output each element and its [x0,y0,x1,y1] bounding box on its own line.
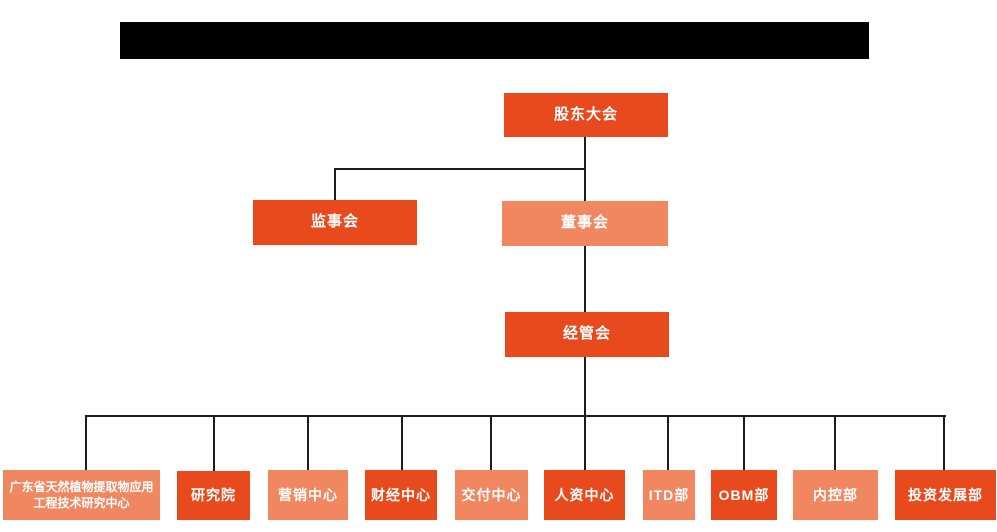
org-node-board-of-directors: 董事会 [502,201,668,246]
connector-drop-internal-control [834,415,836,471]
org-node-investment-development-dept: 投资发展部 [895,470,996,520]
connector-drop-research-center [85,415,87,471]
connector-drop-research-institute [213,415,215,471]
org-node-supervisory-board: 监事会 [253,200,417,245]
connector-drop-board-of-directors [584,168,586,203]
org-node-shareholders-meeting: 股东大会 [504,93,668,137]
connector-drop-hr-center [584,415,586,471]
connector-drop-obm-dept [743,415,745,471]
org-node-itd-dept: ITD部 [643,470,695,520]
connector-drop-supervisory-board [334,168,336,202]
connector-drop-itd-dept [667,415,669,471]
connector-shareholders-down [584,137,586,170]
connector-drop-finance-center [401,415,403,471]
org-node-delivery-center: 交付中心 [455,470,528,520]
connector-management-down [584,357,586,417]
org-node-finance-center: 财经中心 [365,470,437,520]
org-node-hr-center: 人资中心 [544,470,625,520]
org-node-research-institute: 研究院 [177,471,250,520]
org-node-obm-dept: OBM部 [711,470,777,520]
org-node-management-committee: 经管会 [505,312,669,357]
connector-level2-horizontal [334,168,586,170]
connector-drop-investment-dev [943,415,945,471]
org-node-internal-control-dept: 内控部 [793,470,878,520]
connector-bottom-trunk [85,415,946,417]
connector-drop-delivery-center [490,415,492,471]
connector-drop-marketing-center [307,415,309,471]
org-node-guangdong-research-center: 广东省天然植物提取物应用工程技术研究中心 [3,470,160,520]
redacted-title-bar [120,22,869,59]
connector-board-to-management [584,246,586,313]
org-node-marketing-center: 营销中心 [268,470,348,520]
